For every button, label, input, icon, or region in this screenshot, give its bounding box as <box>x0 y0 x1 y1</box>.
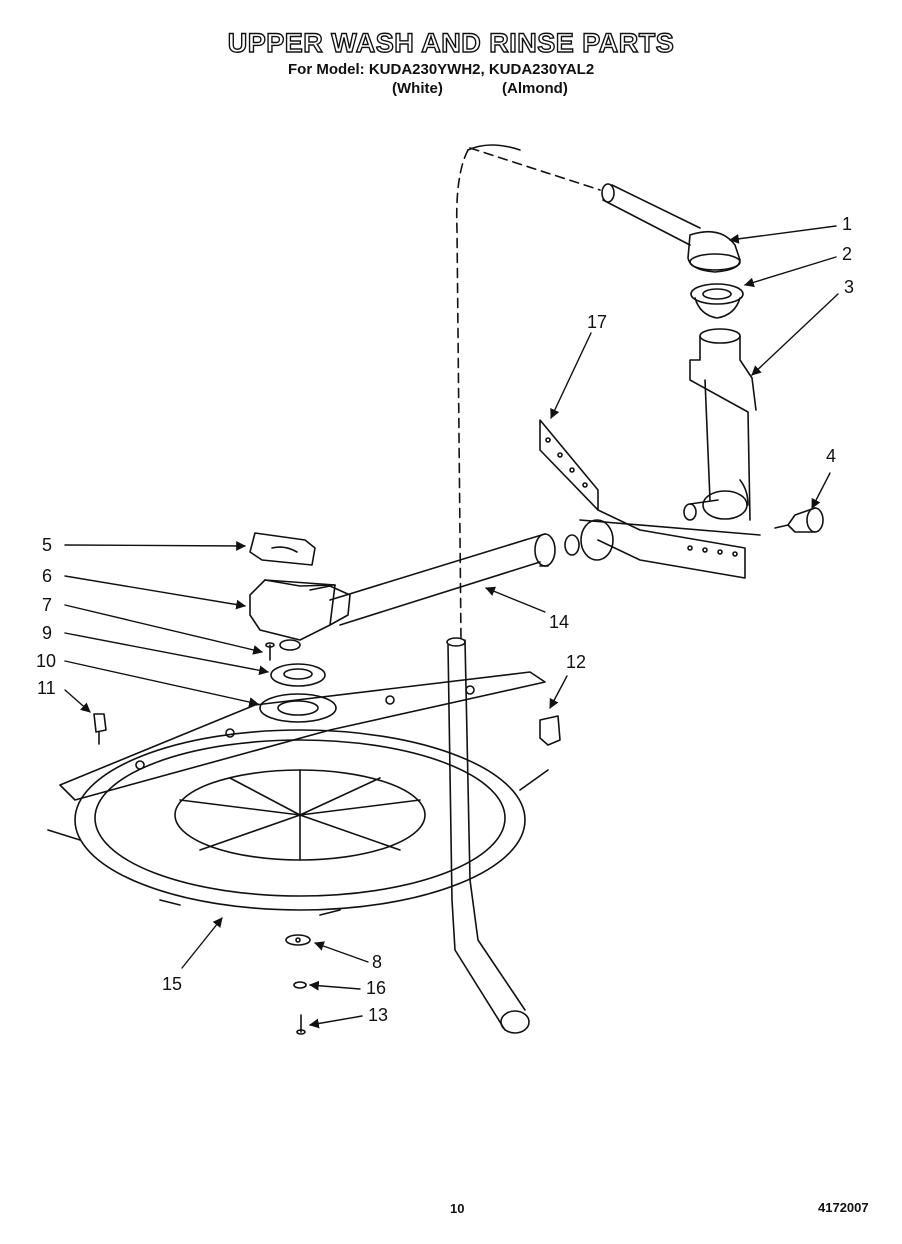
callout-9: 9 <box>42 623 53 643</box>
part-5-clip <box>249 532 316 566</box>
leader-16 <box>309 980 361 991</box>
doc-number: 4172007 <box>818 1200 869 1215</box>
leader-17 <box>550 332 592 419</box>
routing-dashed-line <box>455 147 601 641</box>
leader-15 <box>181 917 223 969</box>
callout-10: 10 <box>36 651 57 671</box>
leader-4 <box>811 472 831 509</box>
part-3-feed-tube <box>683 328 757 521</box>
callout-8: 8 <box>372 952 383 972</box>
callout-12: 12 <box>566 652 587 672</box>
leader-6 <box>64 575 246 610</box>
leader-12 <box>549 675 568 709</box>
bracket-hub <box>564 519 614 561</box>
page-title: UPPER WASH AND RINSE PARTS <box>227 27 675 58</box>
part-6-manifold <box>249 579 351 651</box>
part-13-screw <box>296 1014 306 1035</box>
leader-10 <box>64 660 259 707</box>
page-number: 10 <box>450 1201 465 1216</box>
part-15-rack <box>47 729 549 916</box>
callout-17: 17 <box>587 312 608 332</box>
leader-11 <box>64 689 91 713</box>
callout-6: 6 <box>42 566 53 586</box>
part-10-spray-arm <box>59 671 546 801</box>
callout-5: 5 <box>42 535 53 555</box>
callout-15: 15 <box>162 974 183 994</box>
part-9-seal <box>270 663 326 687</box>
part-1-upper-tube <box>601 183 741 273</box>
leader-9 <box>64 632 269 676</box>
leader-7 <box>64 604 263 655</box>
leader-1 <box>729 225 837 244</box>
model-line: For Model: KUDA230YWH2, KUDA230YAL2 <box>288 61 595 78</box>
callout-13: 13 <box>368 1005 389 1025</box>
leader-13 <box>309 1015 363 1029</box>
part-14-supply-tube <box>329 533 556 626</box>
routing-bend <box>467 144 521 151</box>
callout-7: 7 <box>42 595 53 615</box>
leader-5 <box>64 541 246 551</box>
part-4-end-cap <box>774 507 824 533</box>
callout-3: 3 <box>844 277 855 297</box>
part-16-nut <box>293 981 307 989</box>
part-12-clip <box>539 715 561 746</box>
part-11-plug <box>93 713 107 745</box>
leader-lines <box>64 225 839 1029</box>
callout-4: 4 <box>826 446 837 466</box>
callout-14: 14 <box>549 612 570 632</box>
leader-3 <box>751 293 839 376</box>
part-2-washer <box>690 283 744 319</box>
leader-14 <box>485 586 546 613</box>
variant-white: (White) <box>392 80 443 97</box>
leader-2 <box>744 256 837 288</box>
callout-2: 2 <box>842 244 853 264</box>
vertical-pipe <box>446 637 530 1034</box>
callout-1: 1 <box>842 214 853 234</box>
part-8-washer <box>285 934 311 946</box>
callout-16: 16 <box>366 978 387 998</box>
part-7-screw <box>265 642 275 661</box>
variant-almond: (Almond) <box>502 80 568 97</box>
callout-11: 11 <box>37 678 56 698</box>
leader-8 <box>314 941 369 963</box>
part-17-bracket <box>539 419 761 579</box>
